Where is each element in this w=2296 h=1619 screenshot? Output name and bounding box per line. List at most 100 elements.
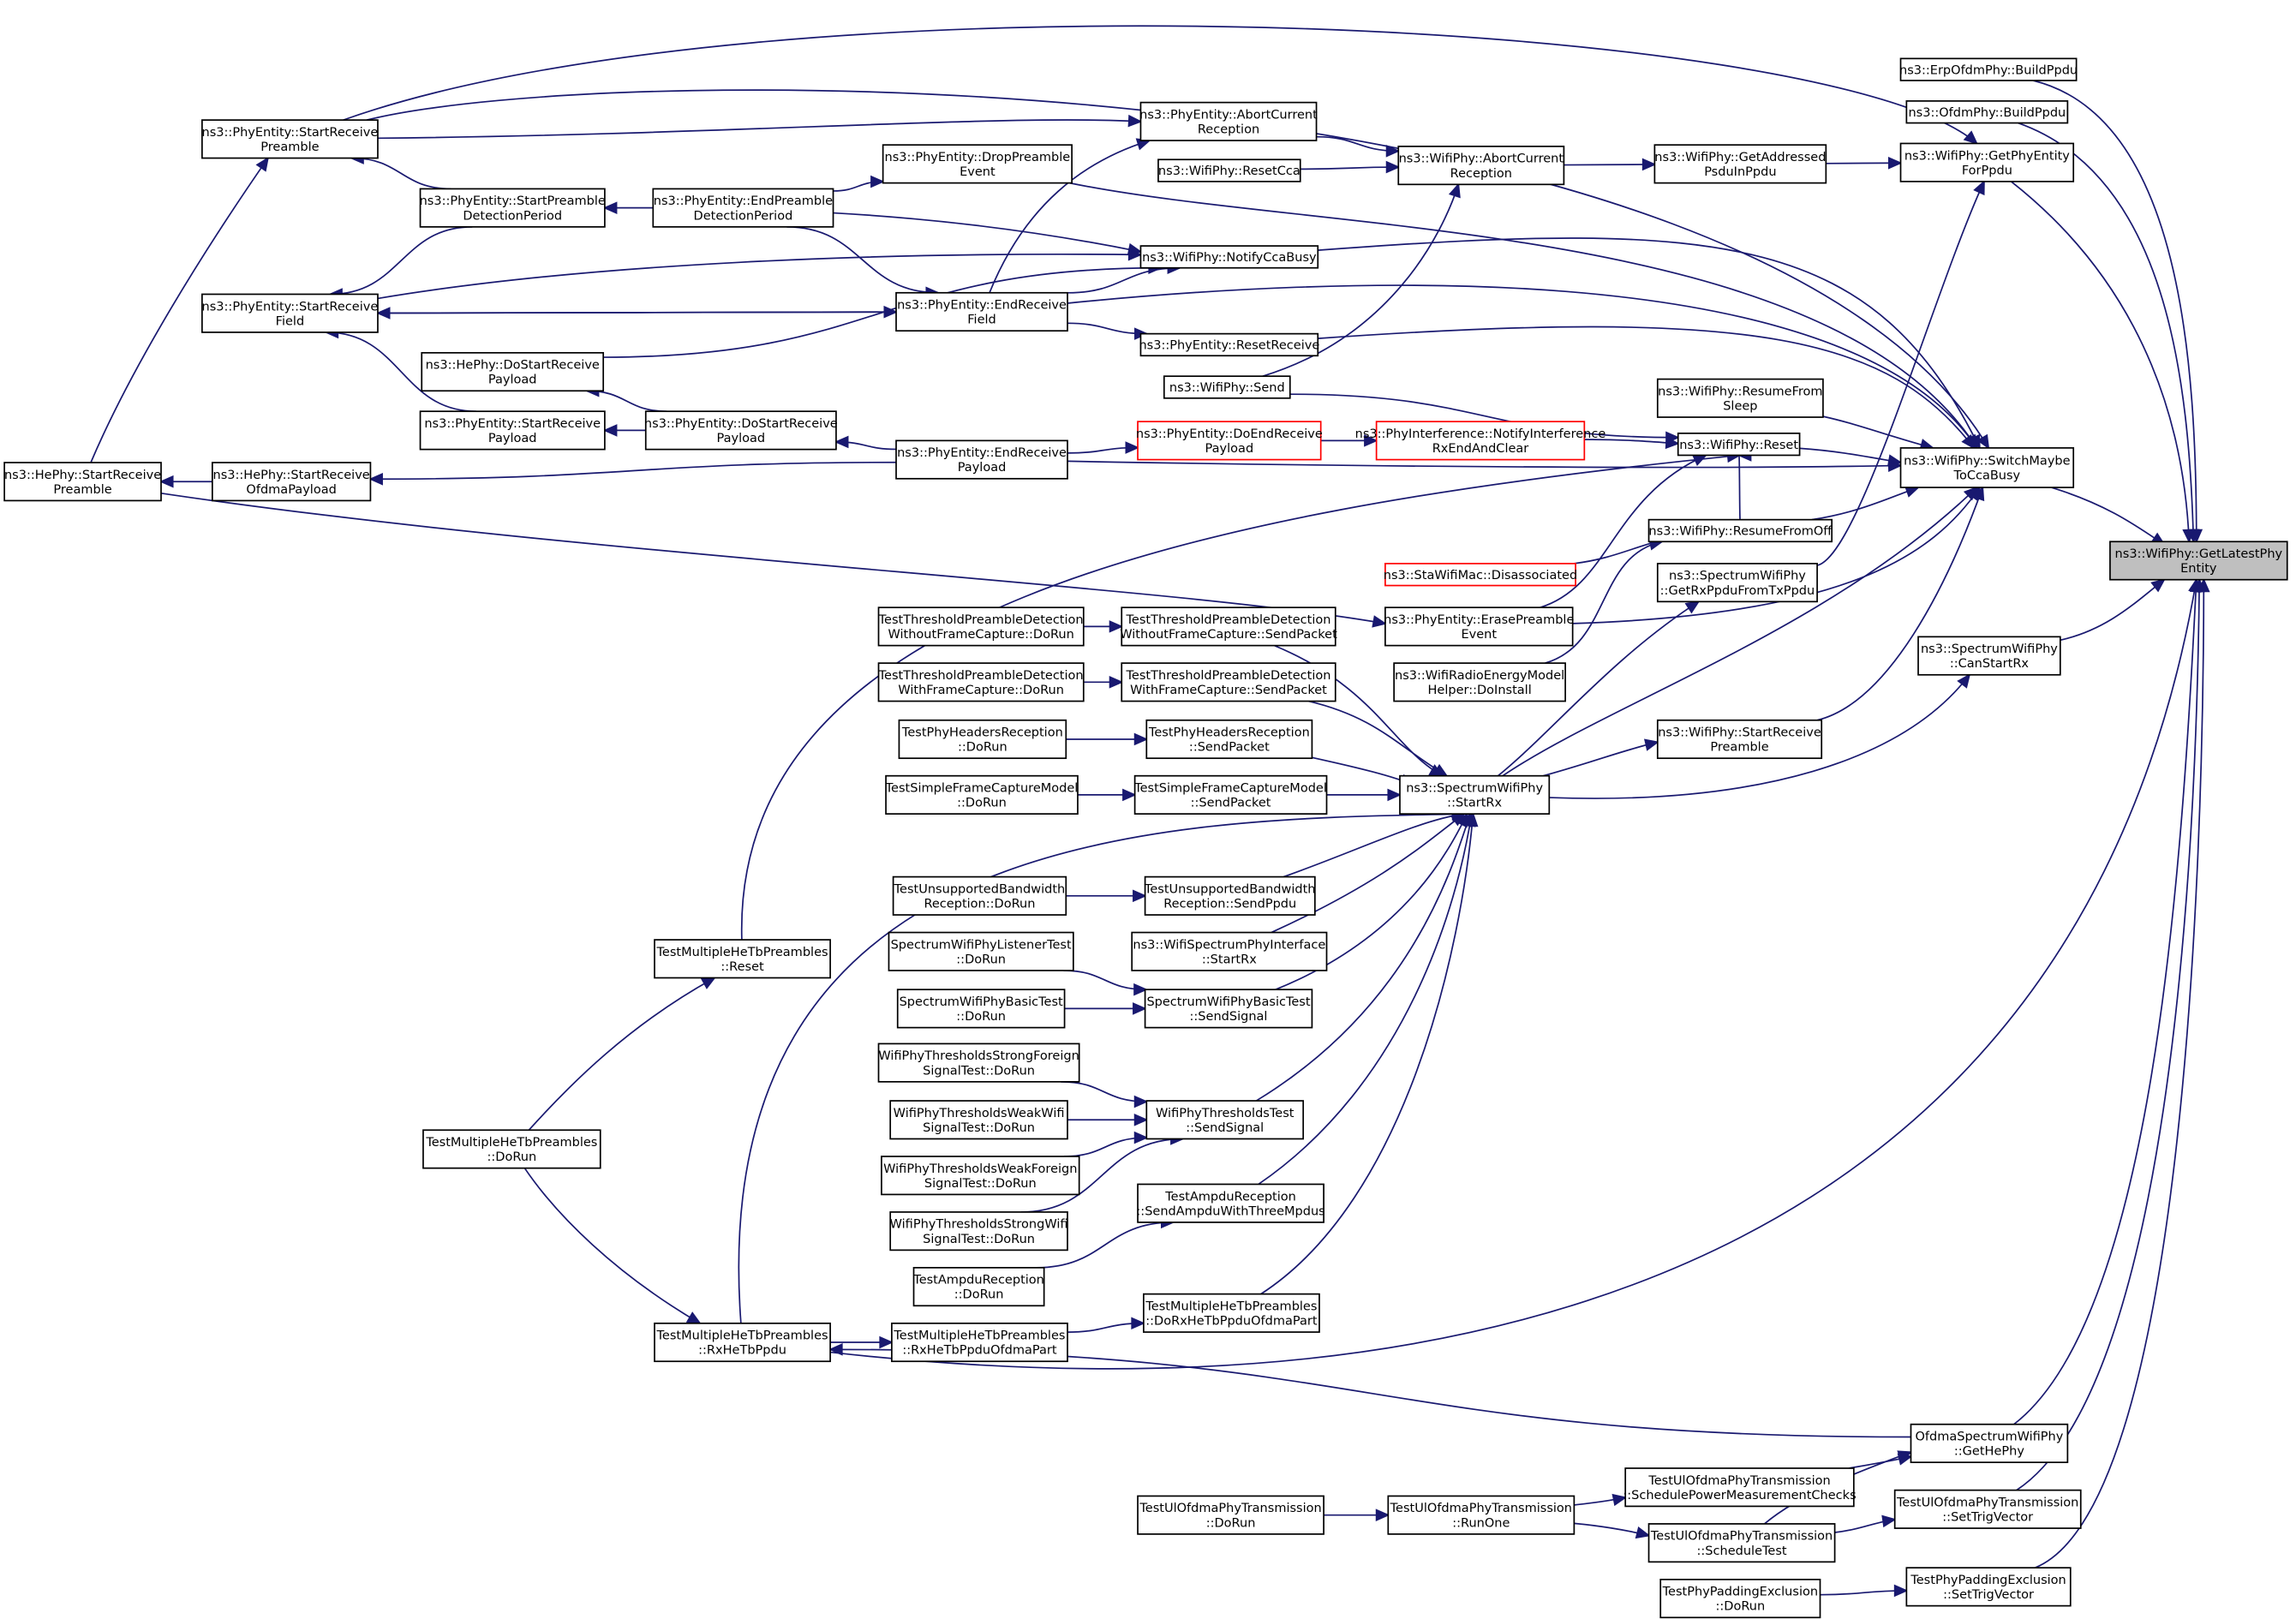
node-ns3-wifiphy-resumefromoff[interactable]: ns3::WifiPhy::ResumeFromOff: [1647, 518, 1833, 543]
node-label-line: ns3::WifiPhy::StartReceive: [1658, 726, 1821, 740]
node-testthresholdpreambledetectionwithframecapture-dorun[interactable]: TestThresholdPreambleDetectionWithFrameC…: [877, 662, 1085, 702]
node-ns3-spectrumwifiphy-canstartrx[interactable]: ns3::SpectrumWifiPhy::CanStartRx: [1917, 636, 2061, 676]
node-spectrumwifiphybasictest-sendsignal[interactable]: SpectrumWifiPhyBasicTest::SendSignal: [1144, 989, 1313, 1029]
node-box: [421, 351, 605, 392]
node-testmultiplehetbpreambles-reset[interactable]: TestMultipleHeTbPreambles::Reset: [654, 939, 831, 979]
node-label-line: ::DoRxHeTbPpduOfdmaPart: [1145, 1315, 1318, 1329]
node-testulofdmaphytransmission-dorun[interactable]: TestUlOfdmaPhyTransmission::DoRun: [1137, 1495, 1324, 1535]
node-ofdmaspectrumwifiphy-gethephy[interactable]: OfdmaSpectrumWifiPhy::GetHePhy: [1910, 1423, 2069, 1464]
node-ns3-ofdmphy-buildppdu[interactable]: ns3::OfdmPhy::BuildPpdu: [1905, 100, 2069, 124]
node-box: [1399, 774, 1551, 815]
node-testunsupportedbandwidthreception-sendppdu[interactable]: TestUnsupportedBandwidthReception::SendP…: [1144, 875, 1316, 916]
edge-n66-to-n0: [2016, 577, 2206, 1491]
node-wifiphythresholdstest-sendsignal[interactable]: WifiPhyThresholdsTest::SendSignal: [1145, 1100, 1305, 1140]
node-label-line: Reception::SendPpdu: [1163, 897, 1296, 911]
arrowhead-icon: [1644, 738, 1659, 751]
node-testulofdmaphytransmission-scheduletest[interactable]: TestUlOfdmaPhyTransmission::ScheduleTest: [1647, 1523, 1836, 1563]
node-label-line: TestUlOfdmaPhyTransmission: [1650, 1530, 1833, 1544]
node-spectrumwifiphybasictest-dorun[interactable]: SpectrumWifiPhyBasicTest::DoRun: [896, 989, 1066, 1029]
node-label-line: WithFrameCapture::DoRun: [898, 684, 1064, 697]
node-testthresholdpreambledetectionwithoutframecapture-dorun[interactable]: TestThresholdPreambleDetectionWithoutFra…: [877, 606, 1085, 647]
edge-n43-to-n31: [1549, 673, 1971, 799]
node-testulofdmaphytransmission-schedulepowermeasurementchecks[interactable]: TestUlOfdmaPhyTransmission::SchedulePowe…: [1623, 1467, 1857, 1508]
node-box: [1144, 989, 1313, 1029]
node-ns3-spectrumwifiphy-getrxppdufromtxppdu[interactable]: ns3::SpectrumWifiPhy::GetRxPpduFromTxPpd…: [1656, 563, 1818, 603]
node-ns3-phyinterference-notifyinterferencerxendandclear[interactable]: ns3::PhyInterference::NotifyInterference…: [1355, 421, 1606, 461]
node-label-line: ToCcaBusy: [1953, 469, 2021, 483]
node-testphypaddingexclusion-settrigvector[interactable]: TestPhyPaddingExclusion::SetTrigVector: [1905, 1567, 2072, 1607]
node-ns3-wifiphy-resetcca[interactable]: ns3::WifiPhy::ResetCca: [1157, 158, 1301, 182]
node-label-line: ForPpdu: [1962, 164, 2012, 177]
node-ns3-phyentity-startpreambledetectionperiod[interactable]: ns3::PhyEntity::StartPreambleDetectionPe…: [420, 188, 606, 228]
node-testsimpleframecapturemodel-sendpacket[interactable]: TestSimpleFrameCaptureModel::SendPacket: [1133, 774, 1328, 815]
node-box: [201, 293, 379, 333]
node-testampdureception-sendampduwiththreempdus[interactable]: TestAmpduReception::SendAmpduWithThreeMp…: [1136, 1183, 1325, 1223]
node-testsimpleframecapturemodel-dorun[interactable]: TestSimpleFrameCaptureModel::DoRun: [885, 774, 1079, 815]
edge-n27-to-n24: [1067, 459, 1903, 473]
node-ns3-erpofdmphy-buildppdu[interactable]: ns3::ErpOfdmPhy::BuildPpdu: [1899, 57, 2078, 81]
node-box: [895, 291, 1068, 332]
node-ns3-wifiradioenergymodelhelper-doinstall[interactable]: ns3::WifiRadioEnergyModelHelper::DoInsta…: [1393, 662, 1566, 702]
edge-n68-to-n69: [1820, 1584, 1909, 1598]
node-wifiphythresholdsweakwifisignaltest-dorun[interactable]: WifiPhyThresholdsWeakWifiSignalTest::DoR…: [889, 1100, 1068, 1140]
arrowhead-icon: [834, 435, 849, 449]
edge-n54-to-n60: [523, 1168, 702, 1324]
node-ns3-wifiphy-reset[interactable]: ns3::WifiPhy::Reset: [1677, 432, 1801, 457]
node-testphyheadersreception-sendpacket[interactable]: TestPhyHeadersReception::SendPacket: [1145, 719, 1313, 760]
node-box: [1139, 245, 1319, 269]
node-testphypaddingexclusion-dorun[interactable]: TestPhyPaddingExclusion::DoRun: [1659, 1579, 1821, 1619]
node-testulofdmaphytransmission-settrigvector[interactable]: TestUlOfdmaPhyTransmission::SetTrigVecto…: [1893, 1489, 2082, 1529]
node-wifiphythresholdsstrongforeignsignaltest-dorun[interactable]: WifiPhyThresholdsStrongForeignSignalTest…: [877, 1042, 1080, 1083]
node-ns3-wifispectrumphyinterface-startrx[interactable]: ns3::WifiSpectrumPhyInterface::StartRx: [1131, 931, 1328, 971]
node-label-line: WithoutFrameCapture::SendPacket: [1120, 628, 1337, 642]
node-label-line: ns3::WifiPhy::ResetCca: [1158, 164, 1300, 178]
node-ns3-wifiphy-notifyccabusy[interactable]: ns3::WifiPhy::NotifyCcaBusy: [1139, 245, 1319, 269]
node-spectrumwifiphylistenertest-dorun[interactable]: SpectrumWifiPhyListenerTest::DoRun: [888, 931, 1074, 971]
node-testampdureception-dorun[interactable]: TestAmpduReception::DoRun: [912, 1267, 1045, 1307]
node-testthresholdpreambledetectionwithframecapture-sendpacket[interactable]: TestThresholdPreambleDetectionWithFrameC…: [1121, 662, 1336, 702]
node-testulofdmaphytransmission-runone[interactable]: TestUlOfdmaPhyTransmission::RunOne: [1387, 1495, 1576, 1535]
edge-n59-to-n43: [1260, 812, 1479, 1295]
arrowhead-icon: [255, 156, 269, 172]
node-testphyheadersreception-dorun[interactable]: TestPhyHeadersReception::DoRun: [898, 719, 1067, 760]
node-testthresholdpreambledetectionwithoutframecapture-sendpacket[interactable]: TestThresholdPreambleDetectionWithoutFra…: [1120, 606, 1337, 647]
node-label-line: ::SendSignal: [1186, 1121, 1264, 1135]
node-testmultiplehetbpreambles-dorun[interactable]: TestMultipleHeTbPreambles::DoRun: [422, 1129, 601, 1169]
node-box: [1899, 57, 2078, 81]
node-ns3-wifiphy-send[interactable]: ns3::WifiPhy::Send: [1163, 375, 1291, 399]
node-testmultiplehetbpreambles-dorxhetbppduofdmapart[interactable]: TestMultipleHeTbPreambles::DoRxHeTbPpduO…: [1143, 1293, 1320, 1333]
node-label-line: SignalTest::DoRun: [923, 1233, 1035, 1246]
node-testmultiplehetbpreambles-rxhetbppduofdmapart[interactable]: TestMultipleHeTbPreambles::RxHeTbPpduOfd…: [891, 1322, 1068, 1363]
node-label-line: ::DoRun: [1206, 1516, 1256, 1530]
node-ns3-stawifimac-disassociated[interactable]: ns3::StaWifiMac::Disassociated: [1384, 563, 1577, 587]
node-testmultiplehetbpreambles-rxhetbppdu[interactable]: TestMultipleHeTbPreambles::RxHeTbPpdu: [654, 1322, 831, 1363]
node-ns3-spectrumwifiphy-startrx[interactable]: ns3::SpectrumWifiPhy::StartRx: [1399, 774, 1551, 815]
node-ns3-phyentity-endpreambledetectionperiod[interactable]: ns3::PhyEntity::EndPreambleDetectionPeri…: [652, 188, 834, 228]
edge-n9-to-n24: [1069, 182, 1978, 450]
node-wifiphythresholdsweakforeignsignaltest-dorun[interactable]: WifiPhyThresholdsWeakForeignSignalTest::…: [881, 1156, 1080, 1196]
edge-n14-to-n15: [1067, 322, 1149, 340]
node-wifiphythresholdsstrongwifisignaltest-dorun[interactable]: WifiPhyThresholdsStrongWifiSignalTest::D…: [889, 1211, 1068, 1252]
node-ns3-phyentity-resetreceive[interactable]: ns3::PhyEntity::ResetReceive: [1139, 332, 1319, 357]
node-label-line: ns3::PhyEntity::ErasePreamble: [1384, 613, 1574, 627]
